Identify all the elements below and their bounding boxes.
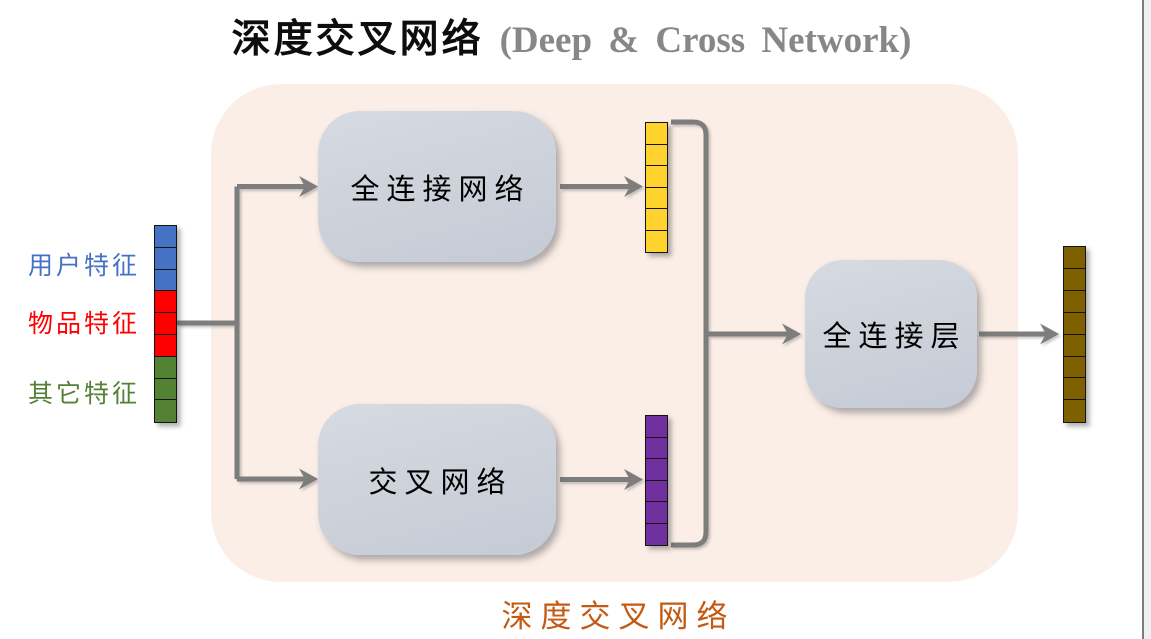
- arrowhead-cross-out: [624, 469, 643, 490]
- vector-cell: [645, 522, 668, 546]
- vector-cell: [154, 246, 177, 271]
- arrowhead-to-deep: [299, 176, 318, 197]
- vector-cell: [1063, 246, 1086, 270]
- vector-cell: [154, 399, 177, 423]
- vector-cell: [154, 333, 177, 358]
- vector-cell: [645, 436, 668, 460]
- vector-cell: [154, 355, 177, 380]
- vector-cell: [645, 122, 668, 146]
- vector-cell: [1063, 355, 1086, 380]
- vector-cell: [154, 377, 177, 402]
- label-user-features: 用户特征: [28, 253, 141, 280]
- vector-cell: [1063, 377, 1086, 402]
- page-right-border: [1142, 0, 1144, 639]
- vector-cell: [1063, 333, 1086, 358]
- vector-cell: [1063, 311, 1086, 336]
- vector-cell: [1063, 289, 1086, 314]
- deep-network-label: 全连接网络: [350, 173, 531, 206]
- cross-network-box: 交叉网络: [318, 404, 556, 555]
- vector-cell: [645, 501, 668, 525]
- vector-cell: [154, 312, 177, 336]
- vector-cell: [645, 415, 668, 439]
- vector-cell: [154, 290, 177, 314]
- cross-output-vector: [645, 415, 668, 546]
- label-item-features: 物品特征: [28, 311, 141, 338]
- vector-cell: [645, 229, 668, 253]
- vector-cell: [645, 186, 668, 210]
- concat-bracket: [671, 119, 709, 548]
- label-other-features: 其它特征: [28, 381, 141, 408]
- fc-layer-box: 全连接层: [805, 260, 977, 408]
- final-output-vector: [1063, 246, 1086, 424]
- deep-network-box: 全连接网络: [318, 111, 556, 262]
- vector-cell: [1063, 399, 1086, 424]
- arrowhead-fc-out: [1040, 323, 1059, 345]
- vector-cell: [645, 208, 668, 232]
- vector-cell: [645, 458, 668, 482]
- scrollbar-gutter: [1144, 0, 1151, 639]
- page-title: 深度交叉网络 (Deep & Cross Network): [0, 8, 1143, 64]
- input-feature-vector: [154, 225, 177, 423]
- bottom-caption: 深度交叉网络: [501, 599, 736, 634]
- arrowhead-to-cross: [299, 468, 318, 490]
- vector-cell: [645, 143, 668, 167]
- cross-network-label: 交叉网络: [368, 466, 513, 499]
- vector-cell: [645, 165, 668, 189]
- vector-cell: [645, 479, 668, 503]
- deep-output-vector: [645, 122, 668, 253]
- title-english: (Deep & Cross Network): [499, 20, 912, 61]
- arrowhead-to-fc: [782, 323, 801, 345]
- vector-cell: [154, 268, 177, 293]
- arrowhead-deep-out: [624, 176, 643, 197]
- vector-cell: [1063, 267, 1086, 292]
- vector-cell: [154, 225, 177, 249]
- fc-layer-label: 全连接层: [822, 321, 967, 353]
- title-chinese: 深度交叉网络: [231, 18, 484, 61]
